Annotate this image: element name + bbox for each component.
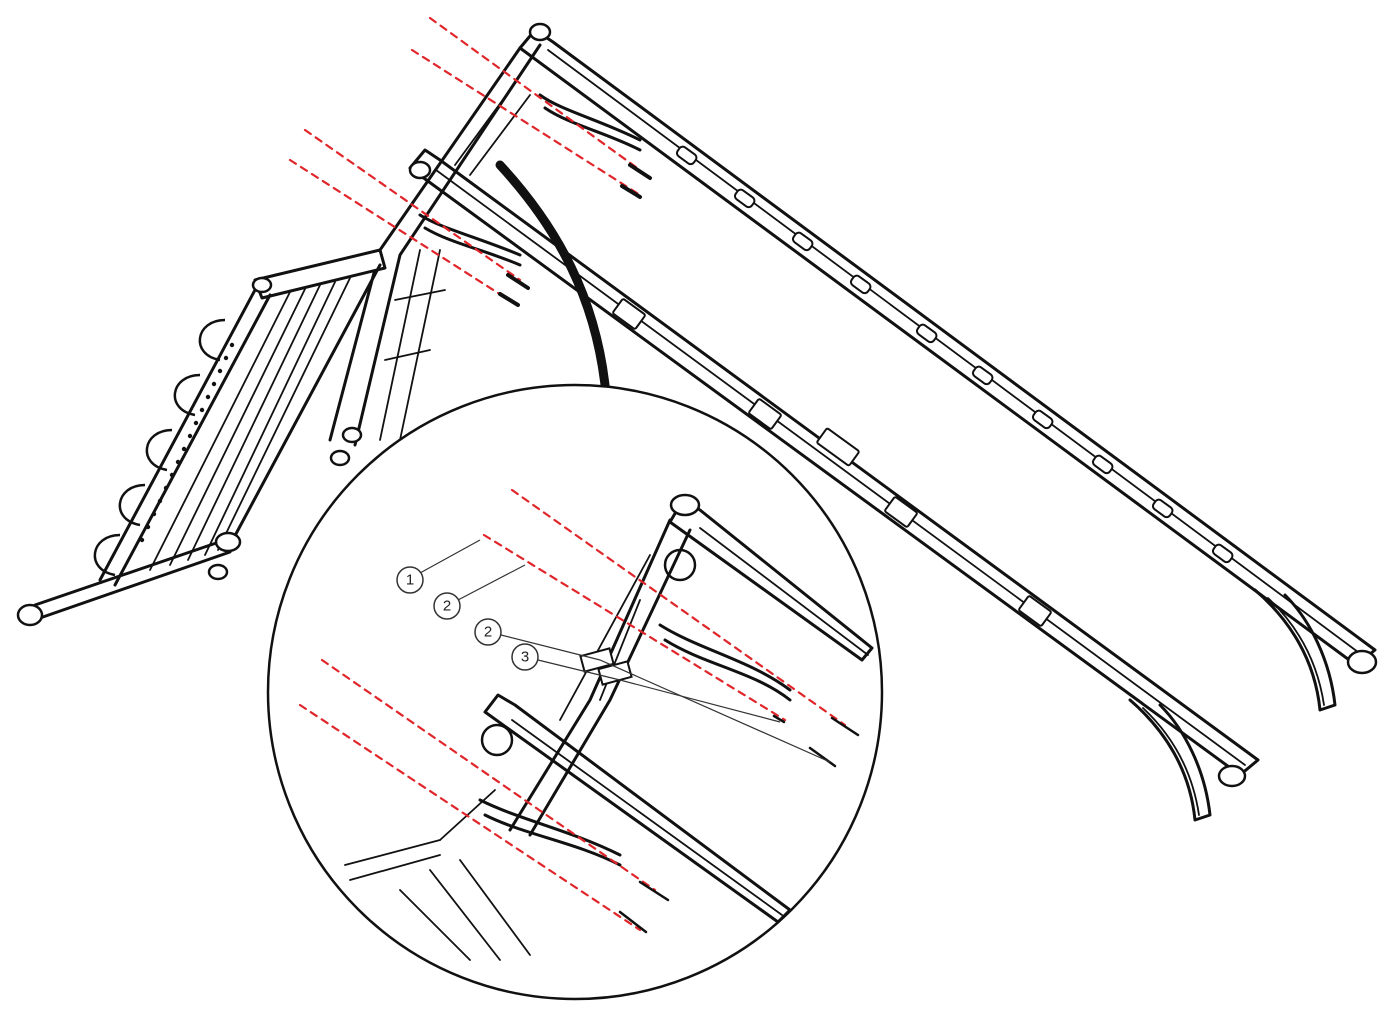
callout-1-label: 1	[406, 572, 414, 589]
callout-3-label: 3	[521, 649, 529, 666]
callout-2-lower-label: 2	[484, 624, 492, 641]
upper-rail	[518, 22, 1378, 712]
rail-slots-lower	[612, 298, 1052, 627]
callouts: 1 2 2 3	[396, 539, 831, 763]
rail-slots-upper	[675, 145, 1234, 564]
ladder-section	[16, 248, 387, 627]
callout-2-upper-label: 2	[443, 598, 451, 615]
main-assembly	[16, 16, 1378, 822]
detail-contents	[298, 488, 874, 961]
callout-3: 3	[511, 643, 781, 723]
callout-2-upper: 2	[433, 564, 526, 620]
ladder-hooks	[93, 318, 226, 577]
top-bolt-guides	[288, 16, 652, 307]
strap	[495, 160, 610, 390]
callout-1: 1	[396, 539, 481, 594]
callout-2-lower: 2	[474, 618, 831, 763]
detail-magnifier: 1 2 2 3	[266, 383, 884, 1001]
ladder-dots	[139, 342, 235, 543]
